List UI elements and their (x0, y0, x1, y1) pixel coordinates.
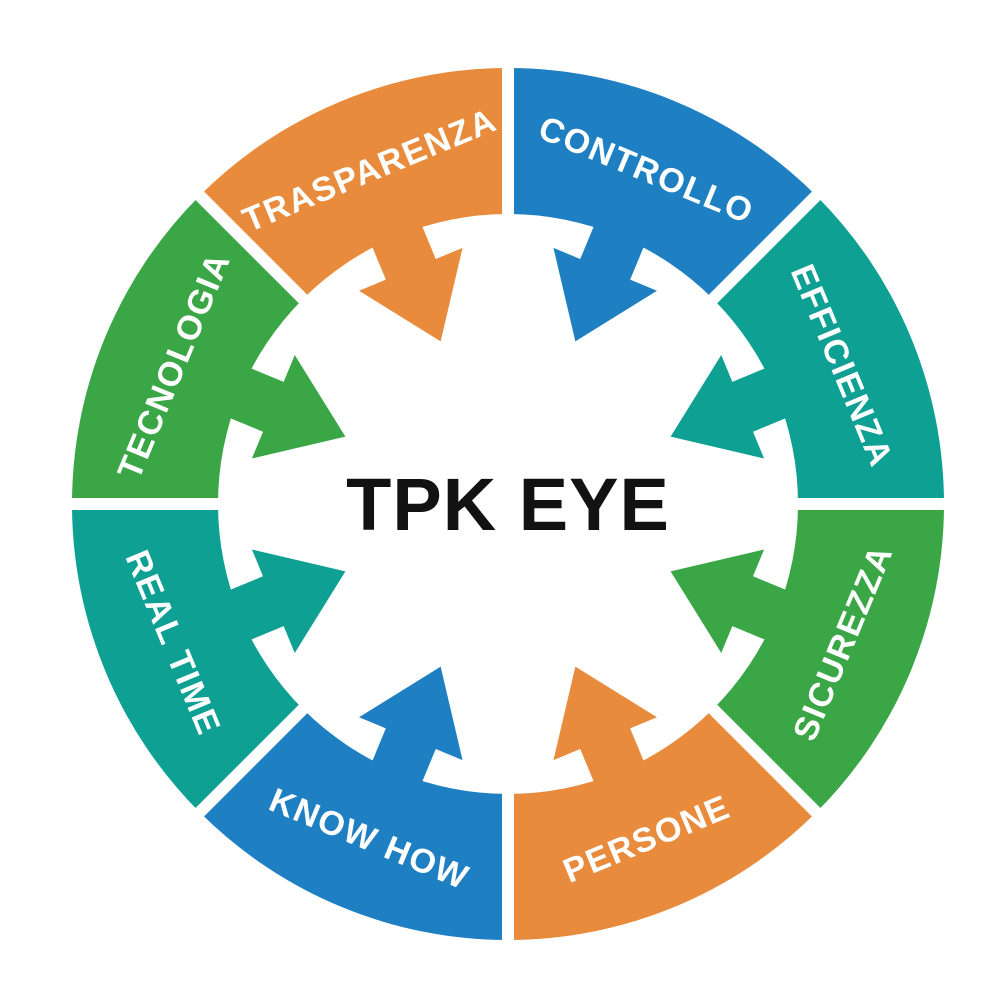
center-title: TPK EYE (346, 463, 670, 546)
segment-divider (188, 184, 316, 312)
segment-trasparenza (199, 68, 508, 299)
trasparenza-inward-arrow-icon (359, 207, 463, 342)
controllo-inward-arrow-icon (553, 207, 657, 342)
know-how-inward-arrow-icon (359, 666, 463, 801)
segment-controllo (508, 68, 817, 299)
tecnologia-inward-arrow-icon (211, 355, 346, 459)
inward-arrows-group (211, 207, 805, 801)
segment-divider (700, 696, 828, 824)
sicurezza-inward-arrow-icon (670, 549, 805, 653)
real-time-inward-arrow-icon (211, 549, 346, 653)
segment-efficienza (713, 195, 944, 504)
segment-divider (700, 184, 828, 312)
segment-dividers-group (62, 58, 954, 950)
segment-persone (508, 709, 817, 940)
segment-divider (188, 696, 316, 824)
segment-sicurezza (713, 504, 944, 813)
segment-real-time (72, 504, 303, 813)
persone-inward-arrow-icon (553, 666, 657, 801)
ring-segments-group (72, 68, 944, 940)
segment-know-how (199, 709, 508, 940)
segment-tecnologia (72, 195, 303, 504)
efficienza-inward-arrow-icon (670, 355, 805, 459)
